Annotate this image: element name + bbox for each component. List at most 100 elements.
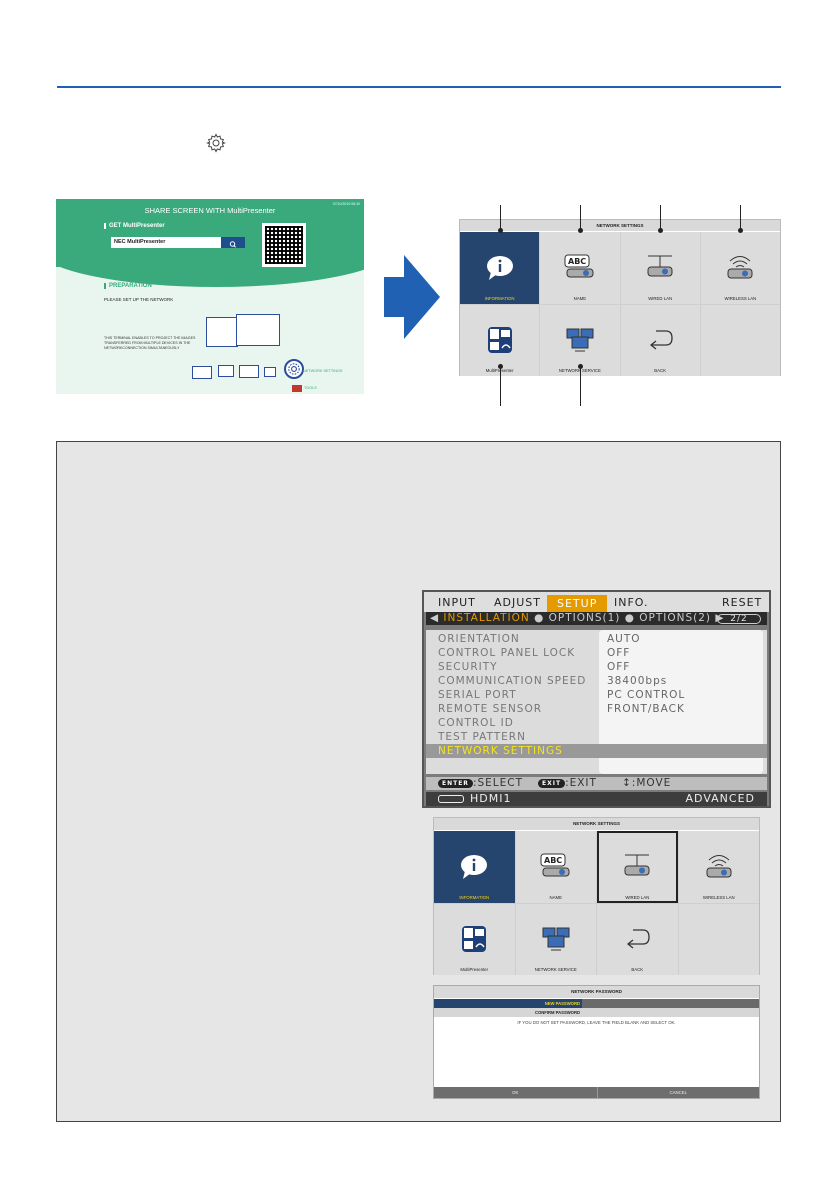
- tab-input[interactable]: INPUT: [438, 596, 476, 609]
- menu-row-security[interactable]: SECURITY: [438, 661, 498, 673]
- network-service-icon: [566, 328, 594, 352]
- tile-label: BACK: [654, 368, 666, 373]
- enter-key: ENTER: [438, 778, 473, 788]
- value-serial-port: PC CONTROL: [607, 689, 686, 701]
- cancel-button[interactable]: CANCEL: [596, 1087, 760, 1098]
- input-source: HDMI1: [470, 792, 512, 805]
- hdmi-icon: [438, 795, 464, 803]
- tile-information[interactable]: INFORMATION: [434, 831, 515, 903]
- share-screen: SHARE SCREEN WITH MultiPresenter 07/10/2…: [56, 199, 364, 394]
- callout-dot: [578, 228, 583, 233]
- preparation-heading: PREPARATION: [104, 283, 152, 289]
- menu-row-control-panel-lock[interactable]: CONTROL PANEL LOCK: [438, 647, 576, 659]
- tile-name[interactable]: ABC NAME: [515, 831, 596, 903]
- menu-row-test-pattern[interactable]: TEST PATTERN: [438, 731, 526, 743]
- osd-subtab-bar: ◀ INSTALLATION ● OPTIONS(1) ● OPTIONS(2)…: [426, 612, 767, 625]
- tablet-device: [206, 317, 238, 347]
- setup-text: PLEASE SET UP THE NETWORK: [104, 297, 174, 302]
- dialog-title: NETWORK PASSWORD: [434, 986, 759, 998]
- callout-line: [500, 205, 501, 230]
- tile-label: WIRELESS LAN: [702, 894, 735, 900]
- svg-text:ABC: ABC: [568, 257, 586, 266]
- tile-network-service[interactable]: NETWORK SERVICE: [515, 903, 596, 975]
- laptop-device-2: [239, 365, 259, 378]
- tile-back[interactable]: BACK: [597, 903, 678, 975]
- search-input[interactable]: NEC MultiPresenter: [111, 237, 221, 248]
- exit-key: EXIT: [538, 778, 566, 788]
- tile-label: INFORMATION: [459, 894, 490, 900]
- callout-line: [500, 366, 501, 406]
- menu-row-remote-sensor[interactable]: REMOTE SENSOR: [438, 703, 543, 715]
- menu-row-serial-port[interactable]: SERIAL PORT: [438, 689, 517, 701]
- callout-dot: [498, 228, 503, 233]
- new-password-label: NEW PASSWORD: [434, 999, 582, 1008]
- tile-label: WIRED LAN: [625, 894, 650, 900]
- tile-information[interactable]: INFORMATION: [460, 232, 540, 304]
- projector-wireless-icon: [727, 255, 753, 279]
- osd-tab-bar: INPUT ADJUST SETUP INFO. RESET: [424, 592, 769, 612]
- ok-button[interactable]: OK: [512, 1090, 519, 1095]
- callout-line: [660, 205, 661, 230]
- tile-label: NETWORK SERVICE: [534, 967, 577, 972]
- tile-label: NAME: [549, 894, 562, 900]
- tile-label: WIRED LAN: [648, 295, 673, 301]
- arrow-right-icon: [384, 255, 440, 339]
- tile-wireless-lan[interactable]: WIRELESS LAN: [678, 831, 759, 903]
- back-arrow-icon: [650, 330, 673, 350]
- tab-reset[interactable]: RESET: [722, 596, 763, 609]
- value-remote-sensor: FRONT/BACK: [607, 703, 685, 715]
- tile-empty: [678, 903, 759, 975]
- svg-text:ABC: ABC: [544, 856, 562, 865]
- laptop-device: [192, 366, 212, 379]
- osd-body: ORIENTATION CONTROL PANEL LOCK SECURITY …: [426, 630, 767, 774]
- value-security: OFF: [607, 661, 631, 673]
- tile-wired-lan[interactable]: WIRED LAN: [620, 232, 700, 304]
- dialog-buttons: OK CANCEL: [434, 1087, 759, 1098]
- search-button[interactable]: [221, 237, 245, 248]
- share-title: SHARE SCREEN WITH MultiPresenter: [144, 206, 276, 215]
- tab-info[interactable]: INFO.: [614, 596, 649, 609]
- information-icon: [486, 255, 513, 280]
- select-hint: :SELECT: [472, 777, 524, 789]
- subtab-options-1[interactable]: OPTIONS(1): [548, 612, 621, 624]
- tile-name[interactable]: ABC NAME: [540, 232, 620, 304]
- tablet-device-2: [218, 365, 234, 377]
- tile-wireless-lan[interactable]: WIRELESS LAN: [700, 232, 780, 304]
- tile-label: NETWORK SERVICE: [558, 368, 601, 373]
- tab-setup[interactable]: SETUP: [547, 595, 608, 612]
- network-password-dialog: NETWORK PASSWORD NEW PASSWORD CONFIRM PA…: [433, 985, 760, 1099]
- tile-label: NAME: [573, 295, 587, 301]
- terminal-text: THIS TERMINAL ENABLES TO PROJECT THE IMA…: [104, 336, 196, 350]
- section-rule: [57, 86, 781, 88]
- subtab-installation[interactable]: INSTALLATION: [443, 612, 530, 624]
- exit-hint: :EXIT: [565, 777, 597, 789]
- panel-title: NETWORK SETTINGS: [460, 220, 780, 231]
- subtab-options-2[interactable]: OPTIONS(2): [639, 612, 711, 624]
- monitor-device: [236, 314, 280, 346]
- callout-dot: [498, 364, 503, 369]
- new-password-field[interactable]: [434, 999, 759, 1008]
- value-orientation: AUTO: [607, 633, 641, 645]
- network-settings-button[interactable]: [284, 359, 304, 379]
- callout-dot: [658, 228, 663, 233]
- menu-row-network-settings[interactable]: NETWORK SETTINGS: [438, 745, 563, 757]
- projector-wired-icon: [647, 255, 673, 277]
- tile-multipresenter[interactable]: MultiPresenter: [434, 903, 515, 975]
- confirm-password-field[interactable]: [434, 1008, 759, 1017]
- menu-row-orientation[interactable]: ORIENTATION: [438, 633, 520, 645]
- tile-label: MultiPresenter: [460, 967, 489, 972]
- tile-back[interactable]: BACK: [620, 304, 700, 376]
- multipresenter-icon: [462, 926, 487, 953]
- network-service-icon: [542, 927, 570, 951]
- osd-footer: ENTER:SELECT EXIT:EXIT ↕:MOVE: [426, 777, 767, 790]
- menu-row-control-id[interactable]: CONTROL ID: [438, 717, 514, 729]
- page-indicator: 2/2: [717, 614, 761, 624]
- menu-row-communication-speed[interactable]: COMMUNICATION SPEED: [438, 675, 587, 687]
- qr-code: [262, 223, 306, 267]
- callout-dot: [738, 228, 743, 233]
- callout-dot: [578, 364, 583, 369]
- projector-wired-icon: [624, 854, 650, 876]
- tab-adjust[interactable]: ADJUST: [494, 596, 541, 609]
- gear-icon: [206, 133, 226, 153]
- tile-wired-lan[interactable]: WIRED LAN: [597, 831, 678, 903]
